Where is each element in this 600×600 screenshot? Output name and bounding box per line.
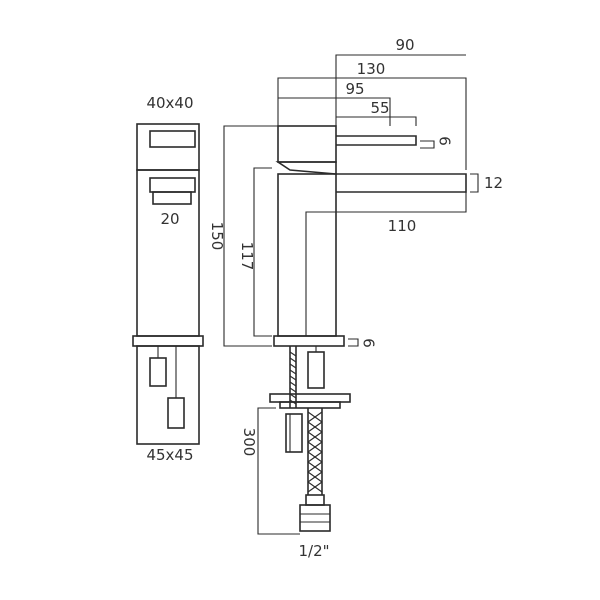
front-threaded-rod	[289, 346, 297, 408]
front-fixing-nut	[285, 413, 303, 453]
front-view: 90 130 95 55 6 12 110 150 117 6 300 1/2"	[208, 36, 503, 560]
dim-12: 12	[484, 174, 503, 192]
front-connector-tube	[307, 351, 325, 389]
dim-150: 150	[208, 222, 226, 251]
front-hose-fitting-nut	[299, 504, 331, 532]
side-connector-1	[149, 357, 167, 387]
dim-half-inch: 1/2"	[298, 542, 329, 560]
dim-110: 110	[388, 217, 417, 235]
front-braided-hose	[307, 408, 323, 495]
dim-90: 90	[395, 36, 414, 54]
front-body	[277, 173, 337, 337]
front-handle-lever	[336, 135, 417, 146]
dim-55: 55	[370, 99, 389, 117]
side-handle-slot	[149, 130, 196, 148]
dim-handle-6: 6	[436, 136, 454, 146]
side-outlet-slot	[149, 177, 196, 193]
front-handle-wedge	[275, 161, 337, 175]
dim-117: 117	[238, 242, 256, 271]
dim-side-45x45: 45x45	[146, 446, 193, 464]
front-mount-nut	[279, 401, 341, 409]
front-spout	[336, 173, 467, 193]
dim-side-40x40: 40x40	[146, 94, 193, 112]
front-handle-cap	[277, 125, 337, 163]
front-hose-fitting-top	[305, 494, 325, 506]
front-mount-washer	[269, 393, 351, 403]
side-outlet-nozzle	[152, 191, 192, 205]
side-view: 40x40 20 45x45	[132, 94, 204, 464]
front-base	[273, 335, 345, 347]
side-body	[136, 169, 200, 337]
dim-300: 300	[240, 428, 258, 457]
dim-side-20: 20	[160, 210, 179, 228]
dim-130: 130	[357, 60, 386, 78]
side-base-plate	[132, 335, 204, 347]
dim-95: 95	[345, 80, 364, 98]
side-hose-box	[136, 345, 200, 445]
side-connector-2	[167, 397, 185, 429]
dim-base-6: 6	[360, 338, 378, 348]
